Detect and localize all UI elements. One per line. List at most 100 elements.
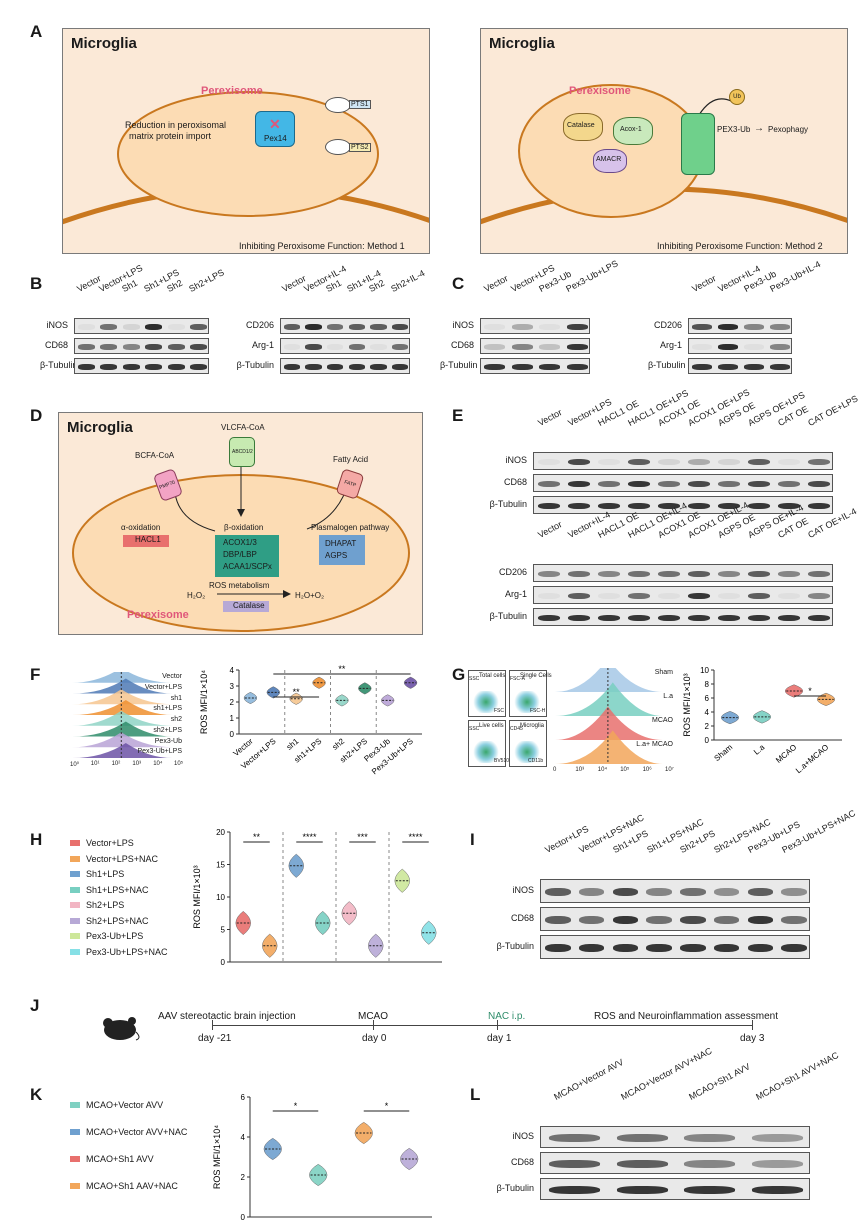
y-tick-label: 6 xyxy=(705,694,710,703)
y-tick-label: 4 xyxy=(230,666,235,675)
cross-icon: ✕ xyxy=(269,116,281,132)
tick-day-21 xyxy=(212,1020,213,1030)
significance-label: ** xyxy=(253,832,261,842)
blot-band xyxy=(283,324,301,330)
lane-label: Vector xyxy=(535,519,564,540)
step-aav-injection: AAV stereotactic brain injection xyxy=(158,1011,296,1022)
tick-day1 xyxy=(497,1020,498,1030)
blot-band xyxy=(807,592,831,600)
blot-strip xyxy=(533,564,833,582)
significance-label: **** xyxy=(302,832,317,842)
blot-band xyxy=(511,344,533,350)
blot-row-label: iNOS xyxy=(46,320,68,330)
gate-axis-label: CD11b xyxy=(528,758,544,764)
y-tick-label: 10 xyxy=(700,666,709,675)
histogram-tick: 10⁶ xyxy=(642,767,652,773)
violin-shape xyxy=(289,692,303,705)
histogram-tick: 10¹ xyxy=(90,761,100,767)
blot-band xyxy=(747,502,771,510)
blot-band xyxy=(751,1186,803,1194)
blot-band xyxy=(718,364,738,370)
day-3: day 3 xyxy=(740,1033,765,1044)
gate-density xyxy=(514,741,540,763)
blot-band xyxy=(122,364,140,370)
gate-axis-label: FSC-H xyxy=(530,708,546,714)
pex3-ub-label: PEX3-Ub xyxy=(717,125,751,134)
blot-band xyxy=(370,344,387,350)
blot-band xyxy=(744,324,764,330)
blot-strip xyxy=(688,318,792,334)
histogram-svg xyxy=(555,658,663,764)
y-tick-label: 2 xyxy=(230,698,235,707)
blot-band xyxy=(391,364,409,370)
pex14-label: Pex14 xyxy=(264,134,287,143)
lane-label: Vector+LPS xyxy=(97,262,145,294)
blot-band xyxy=(687,614,711,622)
blot-band xyxy=(744,364,764,370)
blot-band xyxy=(537,614,561,622)
blot-band xyxy=(484,344,506,350)
enzyme-agps: AGPS xyxy=(325,551,348,560)
blot-band xyxy=(687,458,711,466)
blot-band xyxy=(777,614,801,622)
abcd-label: ABCD1/2 xyxy=(232,449,253,455)
blot-band xyxy=(717,480,741,488)
gate-axis-label: BV510 xyxy=(494,758,510,764)
violin-shape xyxy=(358,682,372,695)
histogram-peak xyxy=(555,730,663,764)
blot-strip xyxy=(540,1178,810,1200)
blot-band xyxy=(537,502,561,510)
blot-band xyxy=(713,887,740,897)
blot-band xyxy=(657,458,681,466)
blot-band xyxy=(484,364,506,370)
catalase-label: Catalase xyxy=(567,122,595,129)
violin-shape xyxy=(341,901,357,926)
histogram-tick: 10³ xyxy=(132,761,142,767)
blot-band xyxy=(807,458,831,466)
histogram-peak xyxy=(72,678,173,694)
significance-label: * xyxy=(385,1101,389,1111)
abcd-transporter-icon: ABCD1/2 xyxy=(229,437,255,467)
blot-band xyxy=(190,364,208,370)
panel-label-b: B xyxy=(30,274,43,293)
violin-shape xyxy=(421,920,437,945)
blot-band xyxy=(616,1186,668,1194)
blot-strip xyxy=(280,358,410,374)
day-minus21: day -21 xyxy=(198,1033,232,1044)
histogram-label: Vector xyxy=(162,673,182,680)
x-tick-label: L.a+MCAO xyxy=(794,743,830,775)
blot-band xyxy=(100,364,118,370)
lane-label: Sh2+IL-4 xyxy=(389,267,427,294)
y-tick-label: 4 xyxy=(241,1133,246,1142)
blot-band xyxy=(537,480,561,488)
blot-row-label: Arg-1 xyxy=(659,340,682,350)
histogram-svg xyxy=(72,667,173,758)
y-tick-label: 15 xyxy=(216,861,225,870)
panel-d-cell: Microglia Perexisome BCFA-CoA VLCFA-CoA … xyxy=(58,412,423,635)
blot-band xyxy=(777,458,801,466)
y-tick-label: 5 xyxy=(221,926,226,935)
blot-band xyxy=(537,458,561,466)
blot-band xyxy=(566,344,588,350)
alpha-oxidation-label: α-oxidation xyxy=(121,523,161,532)
blot-band xyxy=(807,480,831,488)
legend-label: MCAO+Vector AVV xyxy=(86,1100,164,1110)
x-tick-label: sh1 xyxy=(285,736,301,752)
blot-band xyxy=(391,344,409,350)
pmp70-label: PMP70 xyxy=(158,479,176,491)
blot-band xyxy=(770,344,790,350)
blot-row-label: CD68 xyxy=(450,340,474,350)
lane-label: MCAO+Sh1 AVV xyxy=(687,1061,752,1102)
y-tick-label: 2 xyxy=(705,722,710,731)
plasmalogen-enzymes: DHAPAT AGPS xyxy=(319,535,365,565)
significance-label: *** xyxy=(357,832,368,842)
legend-swatch xyxy=(70,917,80,924)
histogram-label: sh1+LPS xyxy=(153,705,182,713)
histogram-label: Pex3-Ub+LPS xyxy=(137,748,182,756)
violin-shape xyxy=(235,910,251,936)
blot-row-label: CD206 xyxy=(498,567,527,577)
histogram-peak xyxy=(72,699,173,715)
panel-label-j: J xyxy=(30,996,40,1015)
